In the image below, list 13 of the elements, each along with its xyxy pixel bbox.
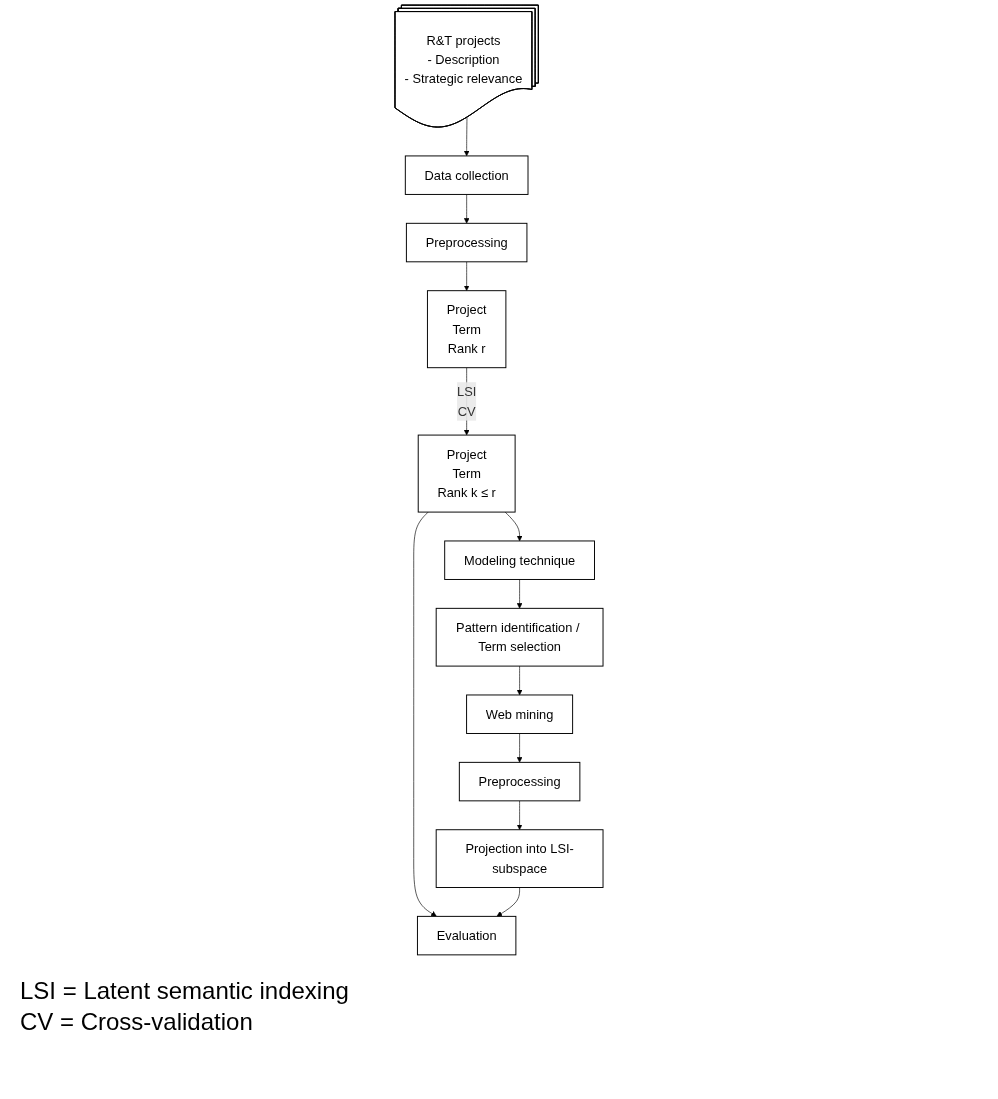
node-box: Evaluation [416, 915, 517, 956]
node-box: Project Term Rank k ≤ r [417, 434, 516, 513]
node-box: Preprocessing [458, 761, 581, 802]
node-box: Projection into LSI-subspace [435, 829, 604, 888]
note-text: LSI = Latent semantic indexing [20, 976, 349, 1006]
edge-label: LSI CV [457, 384, 477, 419]
node-box: Pattern identification / Term selection [435, 607, 604, 667]
node-box: Modeling technique [444, 540, 595, 580]
node-box: Preprocessing [405, 222, 528, 263]
node-box: Web mining [466, 694, 574, 734]
node-box: Project Term Rank r [426, 290, 507, 369]
note-text: CV = Cross-validation [20, 1007, 254, 1038]
node-box: Data collection [404, 155, 529, 195]
